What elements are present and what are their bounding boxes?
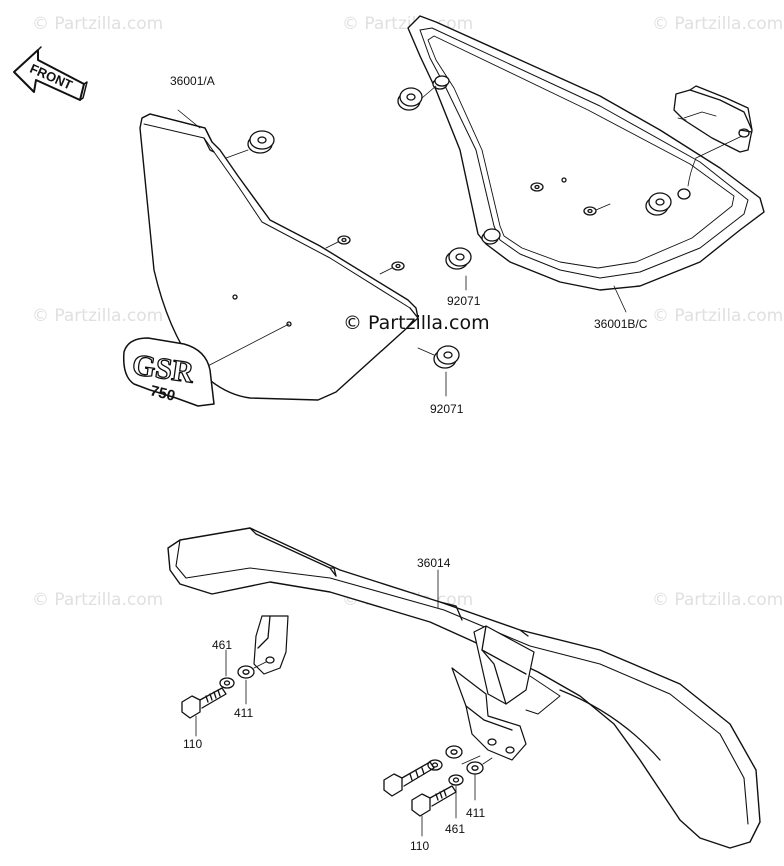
watermark-6: © Partzilla.com bbox=[32, 590, 164, 610]
washer-411-left bbox=[237, 665, 255, 679]
nut-left-1 bbox=[337, 235, 351, 245]
watermark-4: © Partzilla.com bbox=[32, 306, 164, 326]
watermark-1: © Partzilla.com bbox=[32, 14, 164, 34]
label-92071-lower[interactable]: 92071 bbox=[430, 402, 464, 416]
label-461-right[interactable]: 461 bbox=[445, 822, 466, 836]
center-watermark: © Partzilla.com bbox=[343, 312, 490, 334]
bolt-110-upper-right bbox=[383, 761, 435, 797]
mounting-bracket bbox=[673, 85, 753, 187]
grommet-left-top bbox=[225, 130, 275, 159]
nut-right-1 bbox=[530, 182, 544, 192]
chain-cover bbox=[167, 527, 761, 849]
grommet-92071-upper bbox=[445, 247, 472, 291]
gsr-750-emblem: GSR 750 bbox=[122, 337, 215, 407]
nut-left-2 bbox=[391, 261, 405, 271]
label-36014[interactable]: 36014 bbox=[417, 556, 451, 570]
washer-461-lower-right bbox=[448, 774, 464, 786]
label-411-left[interactable]: 411 bbox=[234, 706, 254, 720]
watermark-8: © Partzilla.com bbox=[652, 590, 784, 610]
front-arrow-icon: FRONT bbox=[13, 46, 88, 101]
side-cover-right bbox=[407, 15, 765, 313]
side-cover-left bbox=[139, 109, 419, 401]
washer-411-lower-right bbox=[466, 761, 484, 775]
label-411-right[interactable]: 411 bbox=[466, 806, 486, 820]
emblem-text-2: 750 bbox=[148, 382, 176, 405]
grommet-92071-lower bbox=[417, 345, 460, 397]
label-36001bc[interactable]: 36001B/C bbox=[594, 317, 648, 331]
watermark-5: © Partzilla.com bbox=[652, 306, 784, 326]
watermark-3: © Partzilla.com bbox=[652, 14, 784, 34]
grommet-right-cover bbox=[645, 192, 672, 216]
washer-461-upper-right bbox=[427, 759, 443, 771]
label-110-right[interactable]: 110 bbox=[410, 839, 430, 853]
label-110-left[interactable]: 110 bbox=[183, 737, 203, 751]
label-461-left[interactable]: 461 bbox=[212, 638, 233, 652]
label-36001a[interactable]: 36001/A bbox=[170, 74, 215, 88]
grommet-right-top bbox=[397, 85, 437, 111]
bolt-110-lower-right bbox=[411, 785, 457, 837]
nut-right-2 bbox=[583, 206, 597, 216]
bolt-110-left bbox=[181, 687, 227, 737]
washer-461-left bbox=[219, 677, 235, 689]
label-92071-upper[interactable]: 92071 bbox=[447, 294, 481, 308]
washer-411-upper-right bbox=[445, 745, 463, 759]
